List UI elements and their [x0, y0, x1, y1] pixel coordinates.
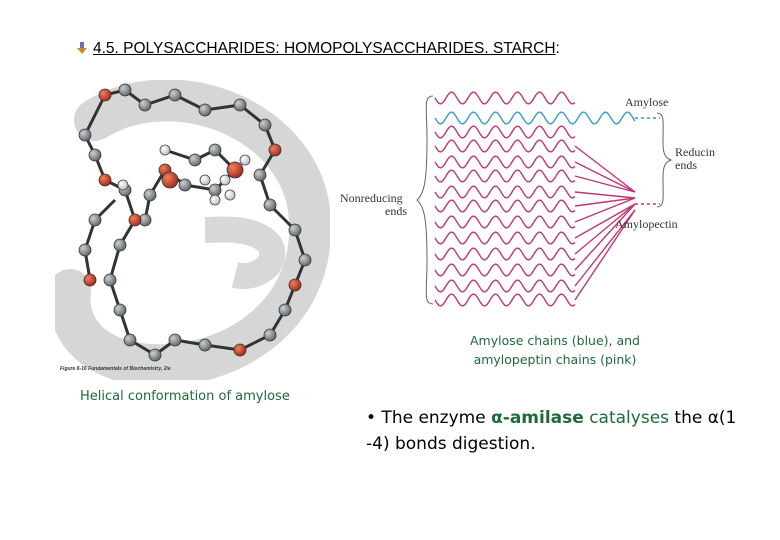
amylopectin-branch-6	[574, 197, 636, 223]
chains-caption-line1: Amylose chains (blue), and	[470, 333, 640, 348]
amylopectin-chain-7	[434, 199, 576, 213]
enzyme-bullet: • The enzyme α-amilase catalyses the α(1…	[366, 405, 756, 457]
label-nonreducing-2: ends	[385, 204, 407, 218]
amylopectin-chain-3	[434, 139, 576, 153]
amylopectin-branch-7	[574, 203, 636, 239]
amylopectin-chain-1	[434, 91, 576, 105]
reducing-brace	[656, 112, 673, 208]
bullet-rest-1: the α(1	[669, 408, 737, 428]
amylopectin-branch-3	[574, 175, 636, 193]
title-text: 4.5. POLYSACCHARIDES: HOMOPOLYSACCHARIDE…	[93, 40, 556, 57]
amylopectin-branch-11	[574, 209, 636, 301]
amylopectin-chain-11	[434, 263, 576, 277]
chains-caption-line2: amylopeptin chains (pink)	[473, 352, 637, 367]
amylopectin-chain-2	[434, 125, 576, 139]
label-nonreducing-1: Nonreducing	[340, 191, 403, 205]
amylose-amylopectin-diagram: Amylose Reducing ends Nonreducing ends A…	[335, 88, 721, 316]
chains-caption: Amylose chains (blue), and amylopeptin c…	[440, 331, 670, 369]
label-amylopectin: Amylopectin	[615, 217, 678, 231]
title-colon: :	[555, 40, 560, 57]
amylopectin-branch-10	[574, 209, 636, 287]
amylopectin-chain-8	[434, 215, 576, 229]
amylose-helix-caption: Helical conformation of amylose	[80, 389, 290, 404]
amylopectin-branch-5	[574, 197, 636, 207]
label-amylose: Amylose	[625, 95, 668, 109]
label-reducing-2: ends	[675, 158, 697, 172]
enzyme-name: α-amilase	[491, 408, 584, 428]
bullet-verb: catalyses	[583, 408, 670, 428]
amylopectin-chain-4	[434, 155, 576, 169]
bullet-prefix: • The enzyme	[366, 408, 492, 428]
amylopectin-chain-10	[434, 247, 576, 261]
amylopectin-branch-4	[574, 191, 636, 199]
amylose-helix-figure	[48, 79, 332, 387]
nonreducing-brace	[416, 95, 434, 305]
amylopectin-chain-9	[434, 231, 576, 245]
amylopectin-branch-1	[574, 145, 636, 193]
amylopectin-chain-5	[434, 169, 576, 183]
figure-credit: Figure 8-16 Fundamentals of Biochemistry…	[60, 366, 171, 372]
amylopectin-branch-9	[574, 203, 636, 271]
slide-title: 4.5. POLYSACCHARIDES: HOMOPOLYSACCHARIDE…	[75, 40, 560, 60]
amylopectin-chain-6	[434, 185, 576, 199]
amylopectin-branch-2	[574, 161, 636, 193]
amylose-chain	[434, 111, 636, 125]
amylopectin-chain-13	[434, 293, 576, 307]
label-reducing-1: Reducing	[675, 145, 715, 159]
bullet-rest-2: -4) bonds digestion.	[366, 434, 536, 454]
amylopectin-branch-8	[574, 203, 636, 255]
bullet-arrow-icon	[75, 41, 89, 60]
amylopectin-chain-12	[434, 279, 576, 293]
